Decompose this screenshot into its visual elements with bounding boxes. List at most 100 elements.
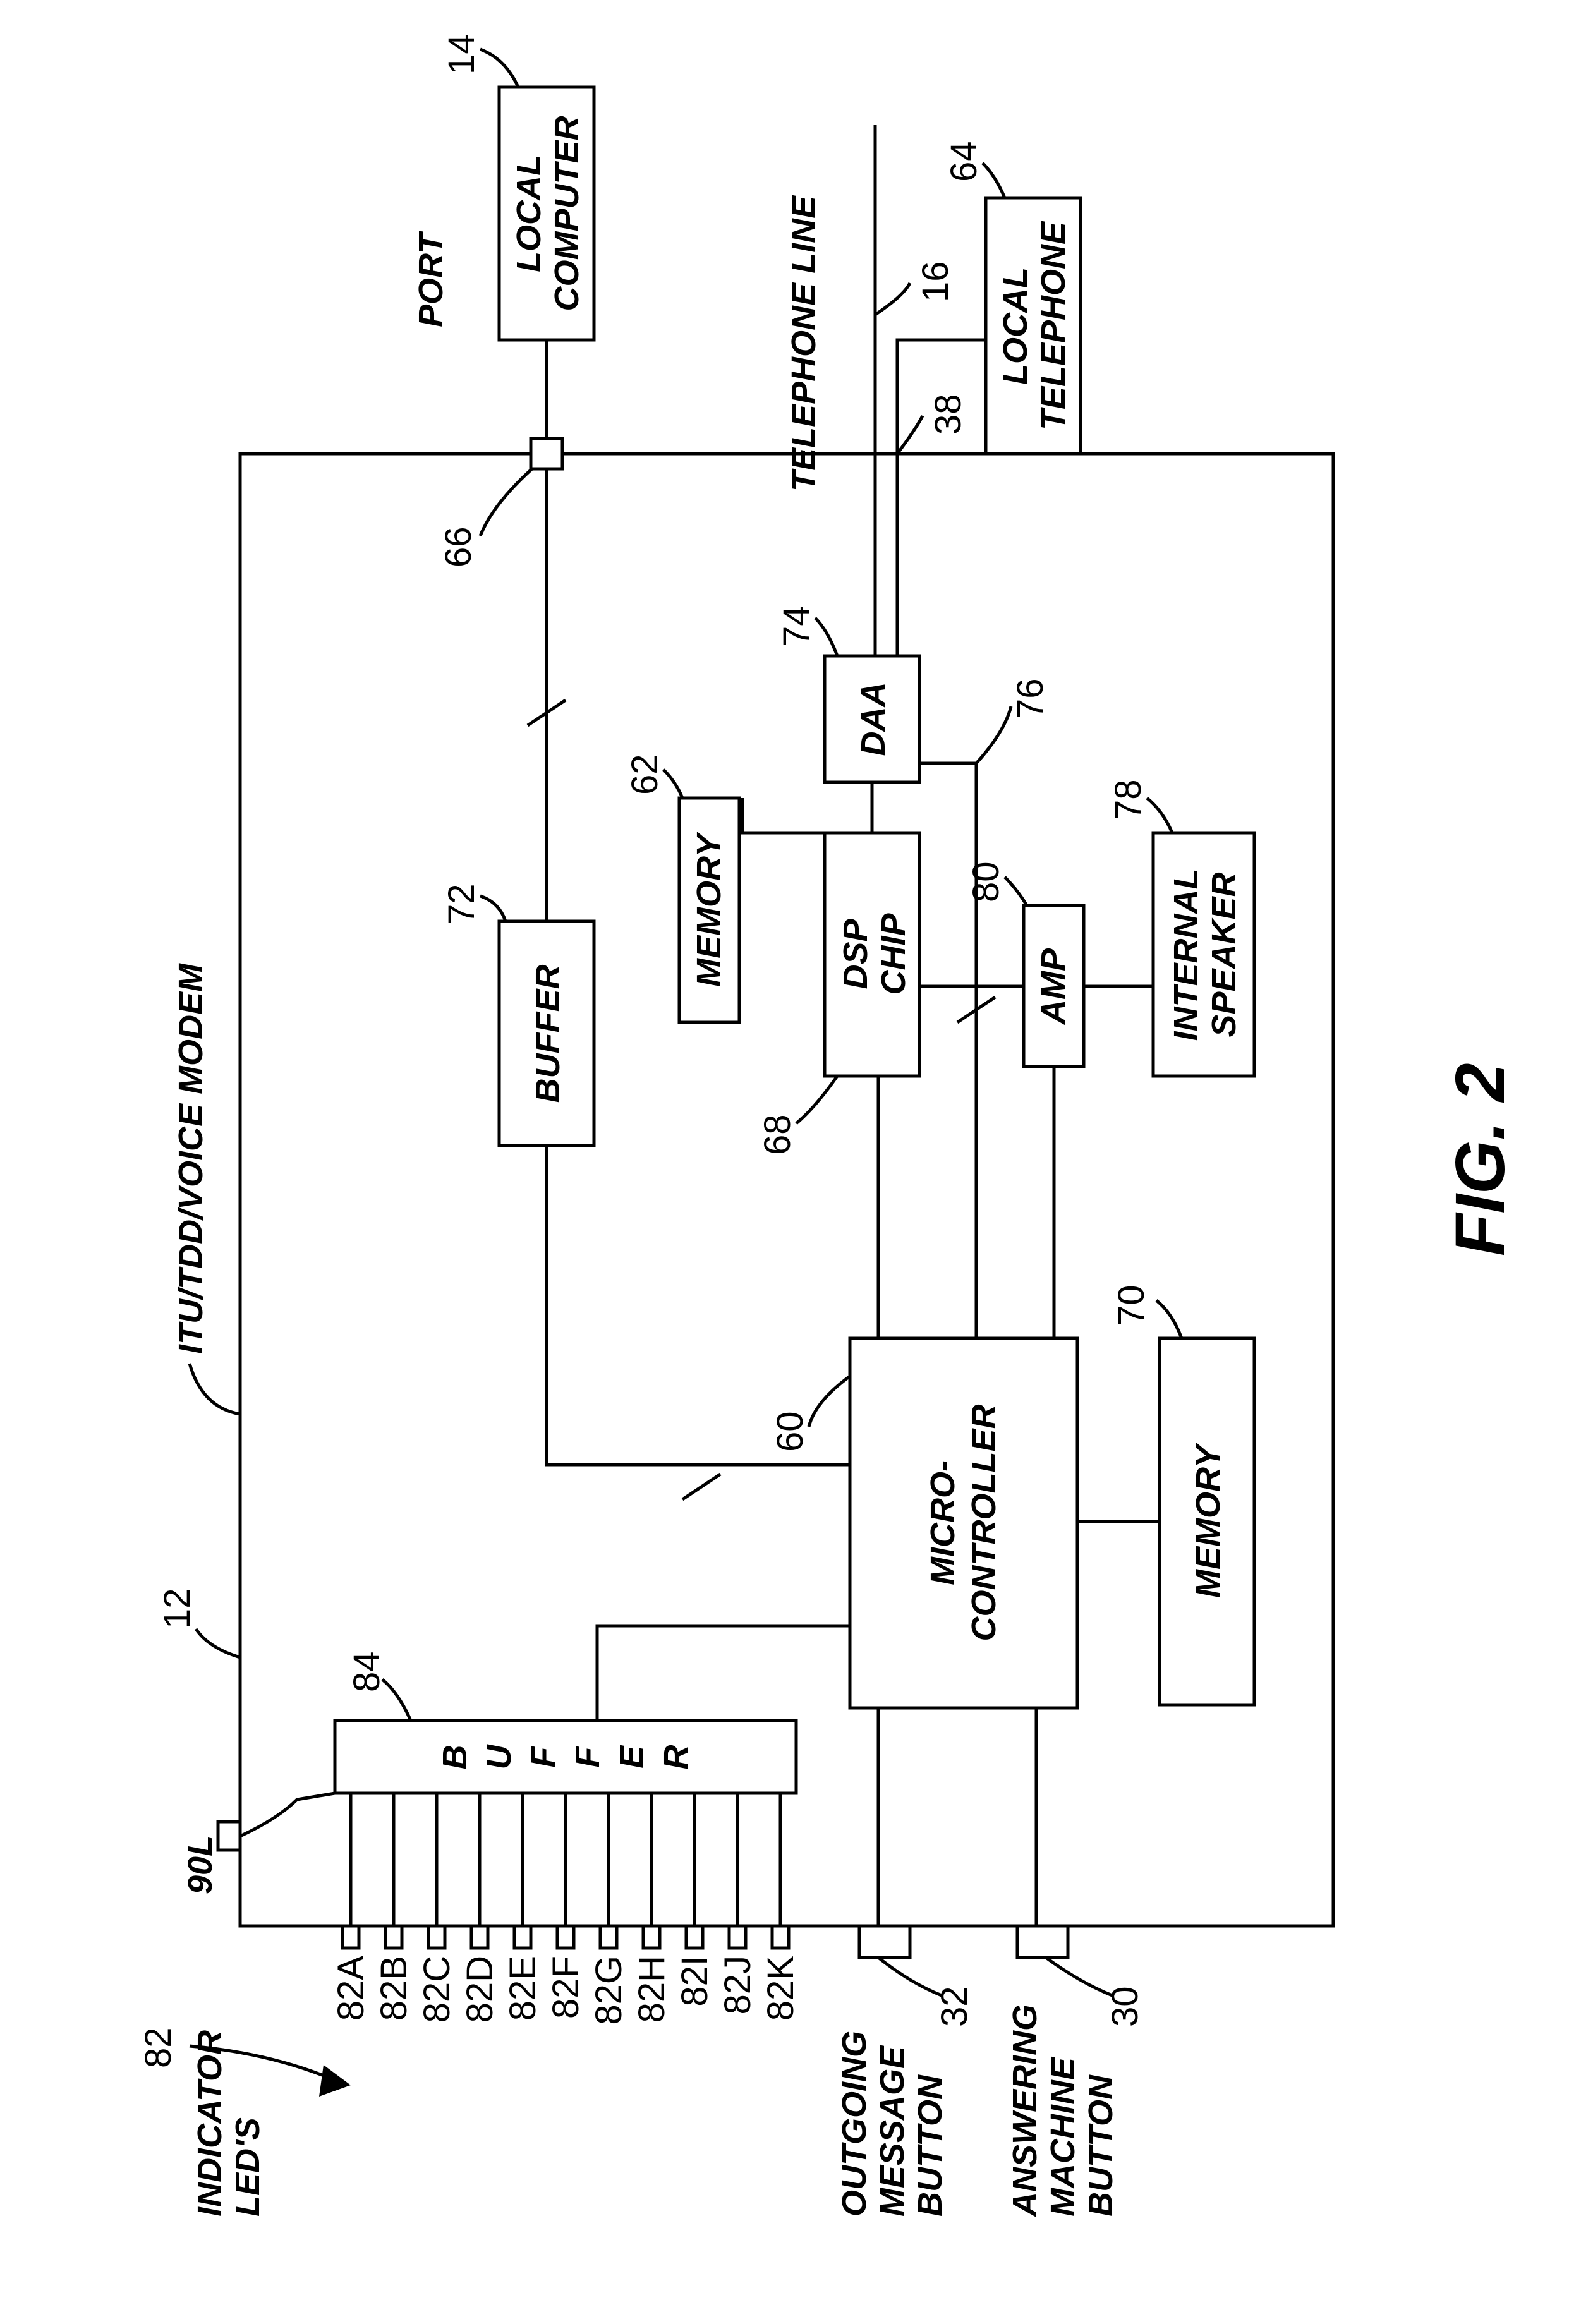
leader-60: [809, 1376, 850, 1427]
port-label: PORT: [412, 231, 450, 327]
ref-14: 14: [441, 33, 482, 75]
ref-90l: 90L: [181, 1836, 219, 1894]
ref-62: 62: [624, 754, 665, 795]
answering-machine-label-3: BUTTON: [1082, 2074, 1120, 2217]
indicator-led: [772, 1926, 789, 1948]
led-buffer-letter: E: [613, 1745, 651, 1769]
ref-80: 80: [966, 861, 1007, 902]
leader-68: [796, 1076, 837, 1123]
ref-76: 76: [1010, 678, 1051, 719]
ref-72: 72: [441, 883, 482, 924]
telephone-line-label: TELEPHONE LINE: [785, 195, 823, 492]
led-buffer-letter: U: [480, 1744, 518, 1770]
led-buffer-to-microcontroller-line: [597, 1626, 850, 1721]
answering-machine-label: ANSWERING: [1006, 2004, 1044, 2218]
indicator-90l: [218, 1822, 240, 1850]
ref-38: 38: [928, 394, 969, 435]
port-66: [531, 439, 562, 469]
ref-78: 78: [1108, 779, 1149, 820]
indicator-leds-arrowhead: [319, 2065, 351, 2097]
internal-speaker-label: INTERNAL: [1167, 869, 1205, 1041]
led-buffer-letter: F: [524, 1746, 562, 1768]
ref-64: 64: [943, 141, 984, 182]
leader-78: [1147, 798, 1172, 833]
indicator-led-label: 82H: [631, 1956, 672, 2023]
indicator-led: [686, 1926, 703, 1948]
leader-80: [1005, 877, 1027, 905]
indicator-led: [342, 1926, 359, 1948]
dsp-chip-label: DSP: [837, 919, 875, 990]
led-buffer-letter: B: [436, 1745, 474, 1770]
local-telephone-label: LOCAL: [997, 267, 1034, 385]
ref-70: 70: [1111, 1285, 1152, 1326]
microcontroller-label: MICRO-: [924, 1460, 962, 1585]
indicator-leds-label-2: LED'S: [229, 2117, 267, 2217]
indicator-led-label: 82A: [330, 1956, 372, 2021]
ref-60: 60: [770, 1411, 811, 1452]
indicator-led: [600, 1926, 617, 1948]
leader-12: [196, 1629, 240, 1657]
indicator-led-group: 82A82B82C82D82E82F82G82H82I82J82K: [330, 1793, 801, 2025]
local-computer-label: LOCAL: [510, 155, 548, 272]
local-telephone-label-2: TELEPHONE: [1034, 221, 1072, 430]
daa-to-microcontroller-line-76: [919, 763, 976, 1338]
ref-16: 16: [915, 261, 956, 302]
indicator-led: [643, 1926, 660, 1948]
ref-32: 32: [934, 1986, 975, 2027]
indicator-led-label: 82E: [502, 1956, 543, 2021]
internal-speaker-label-2: SPEAKER: [1205, 872, 1243, 1037]
led-buffer-letter: F: [569, 1746, 607, 1768]
answering-machine-button: [1017, 1926, 1068, 1958]
indicator-leds-label: INDICATOR: [191, 2030, 229, 2217]
amp-label: AMP: [1034, 948, 1072, 1026]
indicator-led: [428, 1926, 445, 1948]
leader-90l: [240, 1793, 335, 1836]
dsp-chip-label-2: CHIP: [875, 913, 912, 995]
daa-to-local-telephone-line-38: [897, 340, 986, 656]
indicator-led-label: 82G: [588, 1956, 629, 2025]
indicator-led: [729, 1926, 746, 1948]
ref-84: 84: [346, 1651, 387, 1692]
indicator-led: [514, 1926, 531, 1948]
leader-66: [480, 469, 532, 536]
daa-label: DAA: [854, 682, 892, 756]
indicator-led: [557, 1926, 574, 1948]
leader-38: [897, 416, 923, 454]
bus-tick-microcontroller: [682, 1474, 720, 1499]
ref-66: 66: [438, 526, 479, 567]
ref-12: 12: [157, 1588, 198, 1629]
leader-76: [976, 706, 1011, 763]
answering-machine-label-2: MACHINE: [1044, 2056, 1082, 2217]
microcontroller-label-2: CONTROLLER: [965, 1405, 1003, 1642]
indicator-led-label: 82B: [373, 1956, 415, 2021]
led-buffer-block: [335, 1721, 796, 1793]
leader-14: [480, 49, 518, 87]
outgoing-message-button: [859, 1926, 910, 1958]
ref-82: 82: [138, 2027, 179, 2068]
leader-70: [1156, 1300, 1182, 1338]
ref-74: 74: [776, 605, 817, 646]
indicator-led: [385, 1926, 402, 1948]
memory-70-label: MEMORY: [1189, 1442, 1227, 1598]
leader-74: [815, 618, 837, 656]
indicator-led-label: 82F: [545, 1956, 586, 2019]
indicator-led-label: 82K: [760, 1956, 801, 2021]
ref-30: 30: [1105, 1986, 1146, 2027]
outgoing-message-label: OUTGOING: [835, 2031, 873, 2217]
local-computer-label-2: COMPUTER: [548, 116, 586, 312]
leader-modem-label: [190, 1364, 240, 1414]
indicator-led: [471, 1926, 488, 1948]
leader-32: [878, 1958, 942, 1995]
modem-label: ITU/TDD/VOICE MODEM: [172, 963, 210, 1354]
leader-64: [983, 163, 1005, 198]
leader-30: [1046, 1958, 1112, 1995]
figure-label: FIG. 2: [1441, 1063, 1519, 1256]
buffer-label: BUFFER: [529, 965, 567, 1103]
leader-72: [480, 896, 506, 921]
led-buffer-letter: R: [657, 1745, 695, 1770]
memory-62-label: MEMORY: [690, 831, 728, 987]
indicator-led-label: 82D: [459, 1956, 500, 2023]
microcontroller-block: [850, 1338, 1077, 1708]
outgoing-message-label-3: BUTTON: [911, 2074, 949, 2217]
